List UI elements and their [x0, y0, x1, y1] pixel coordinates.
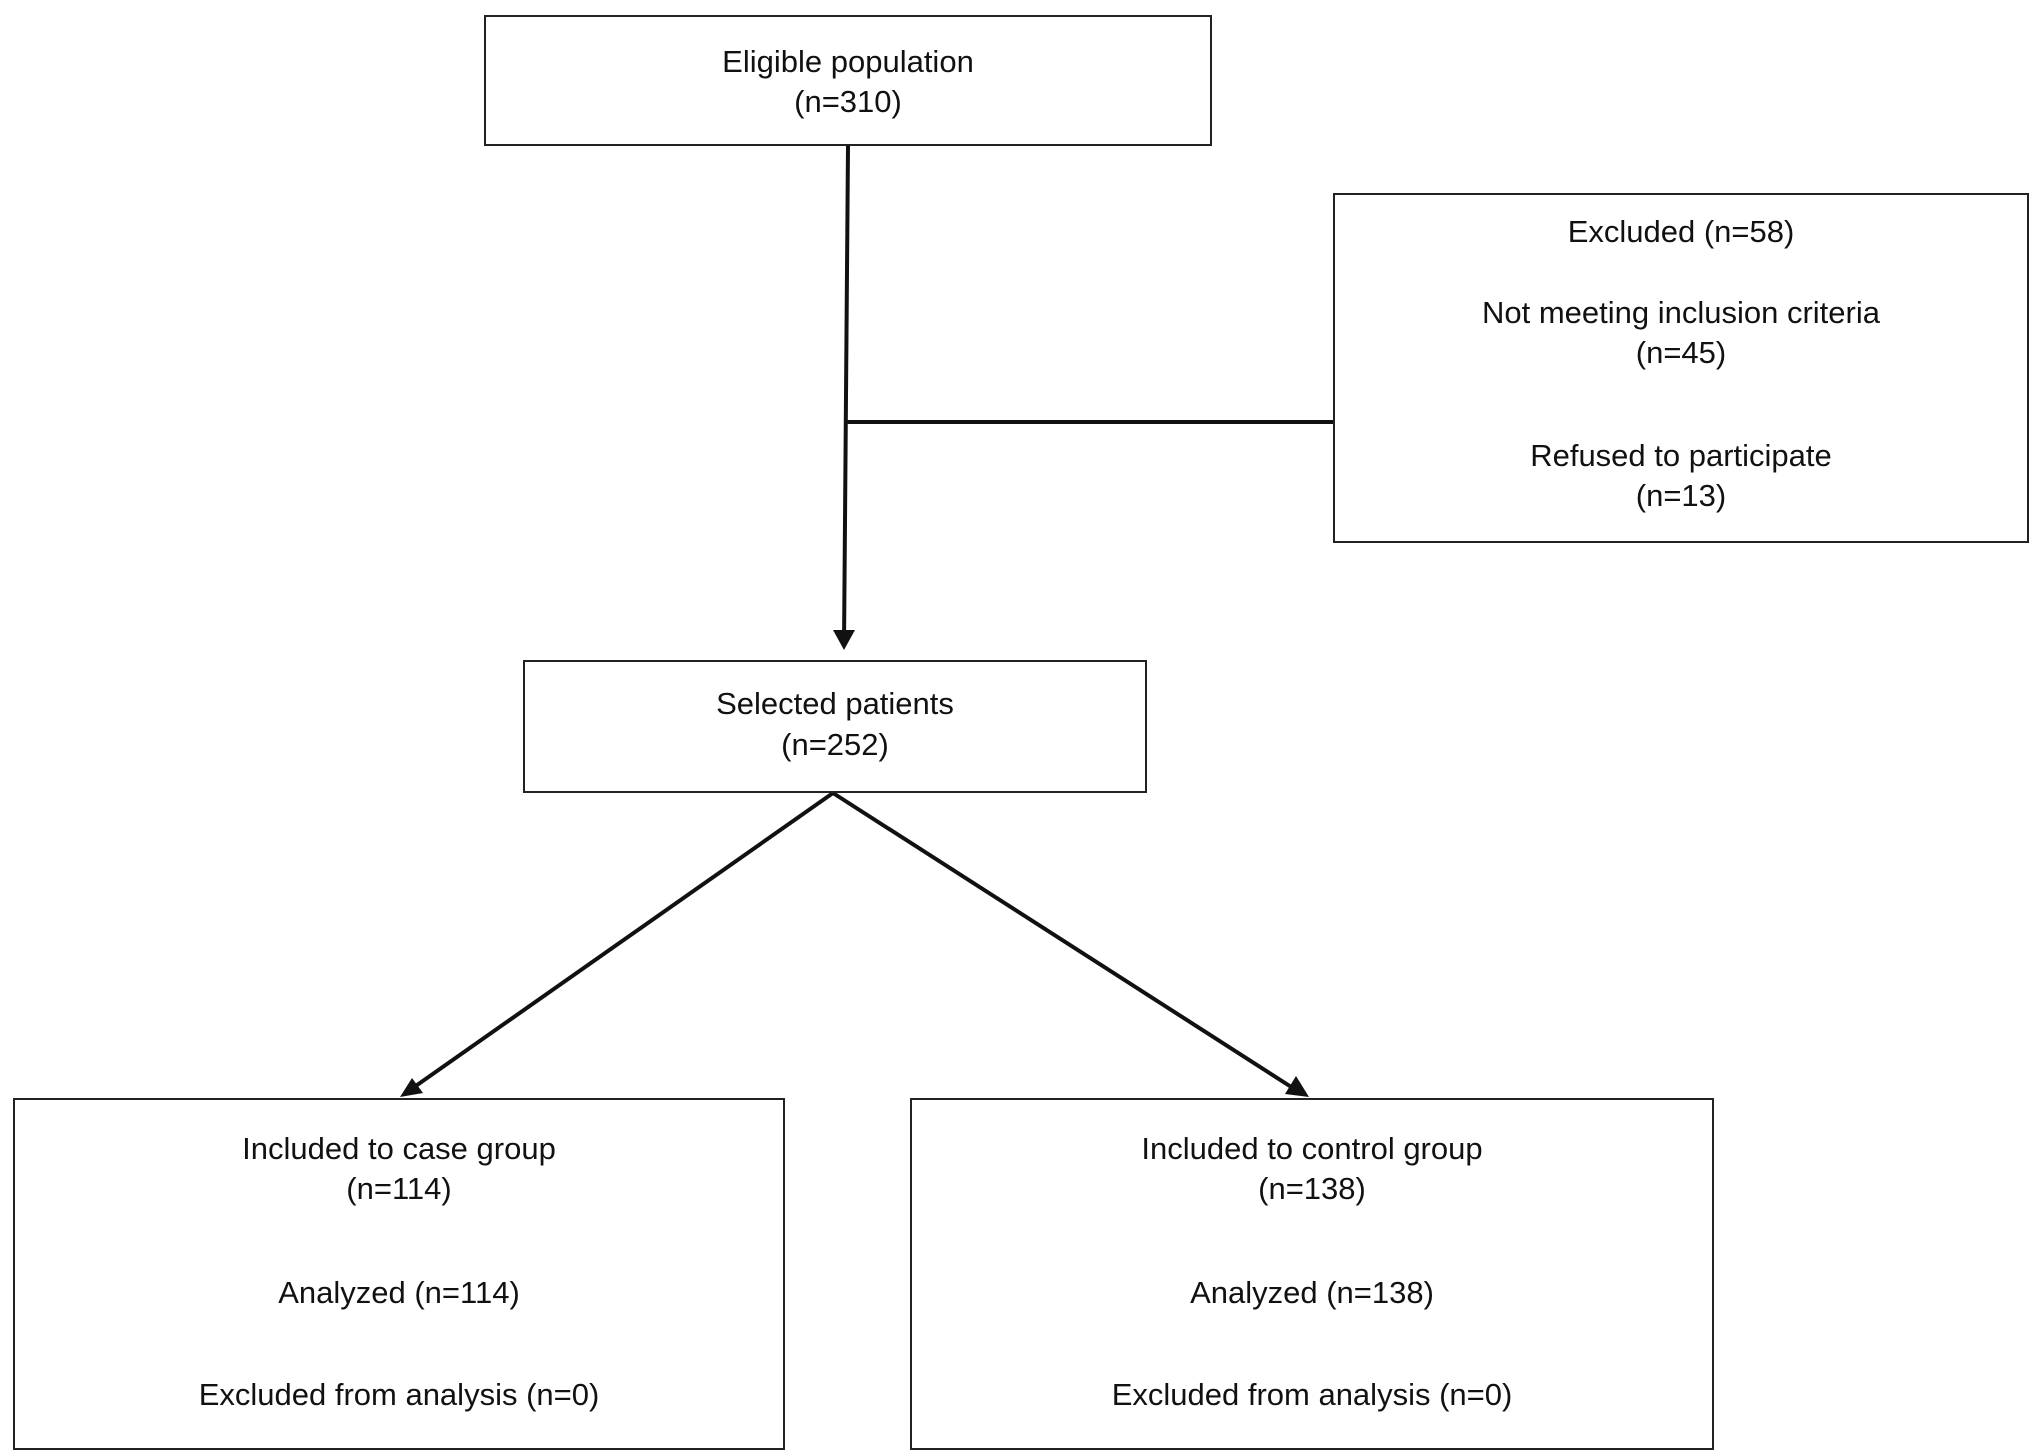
control-group-title: Included to control group [1141, 1131, 1483, 1166]
eligible-population-title: Eligible population [722, 44, 974, 79]
case-branch-arrowhead [400, 1078, 423, 1097]
selected-patients-title: Selected patients [716, 686, 954, 721]
selected-patients-count: (n=252) [781, 727, 889, 762]
selected-patients-box: Selected patients (n=252) [523, 660, 1147, 793]
main-flow-line [842, 145, 850, 647]
case-group-excluded-from-analysis: Excluded from analysis (n=0) [198, 1377, 600, 1412]
refused-to-participate-count: (n=13) [1635, 478, 1727, 513]
control-group-box: Included to control group (n=138) Analyz… [910, 1098, 1714, 1450]
case-group-box: Included to case group (n=114) Analyzed … [13, 1098, 785, 1450]
refused-to-participate-label: Refused to participate [1530, 438, 1832, 473]
eligible-population-box: Eligible population (n=310) [484, 15, 1212, 146]
control-group-count: (n=138) [1258, 1171, 1366, 1206]
not-meeting-criteria-label: Not meeting inclusion criteria [1481, 295, 1880, 330]
case-group-count: (n=114) [346, 1171, 452, 1206]
excluded-title: Excluded (n=58) [1567, 214, 1795, 249]
case-branch-line [408, 791, 835, 1092]
control-branch-line [831, 791, 1298, 1092]
control-branch-arrowhead [1285, 1076, 1309, 1097]
not-meeting-criteria-count: (n=45) [1635, 335, 1727, 370]
control-group-excluded-from-analysis: Excluded from analysis (n=0) [1111, 1377, 1513, 1412]
case-group-analyzed: Analyzed (n=114) [278, 1275, 520, 1310]
control-group-analyzed: Analyzed (n=138) [1190, 1275, 1434, 1310]
eligible-population-count: (n=310) [794, 84, 902, 119]
case-group-title: Included to case group [242, 1131, 556, 1166]
excluded-box: Excluded (n=58) Not meeting inclusion cr… [1333, 193, 2029, 543]
main-flow-arrowhead [833, 630, 855, 650]
